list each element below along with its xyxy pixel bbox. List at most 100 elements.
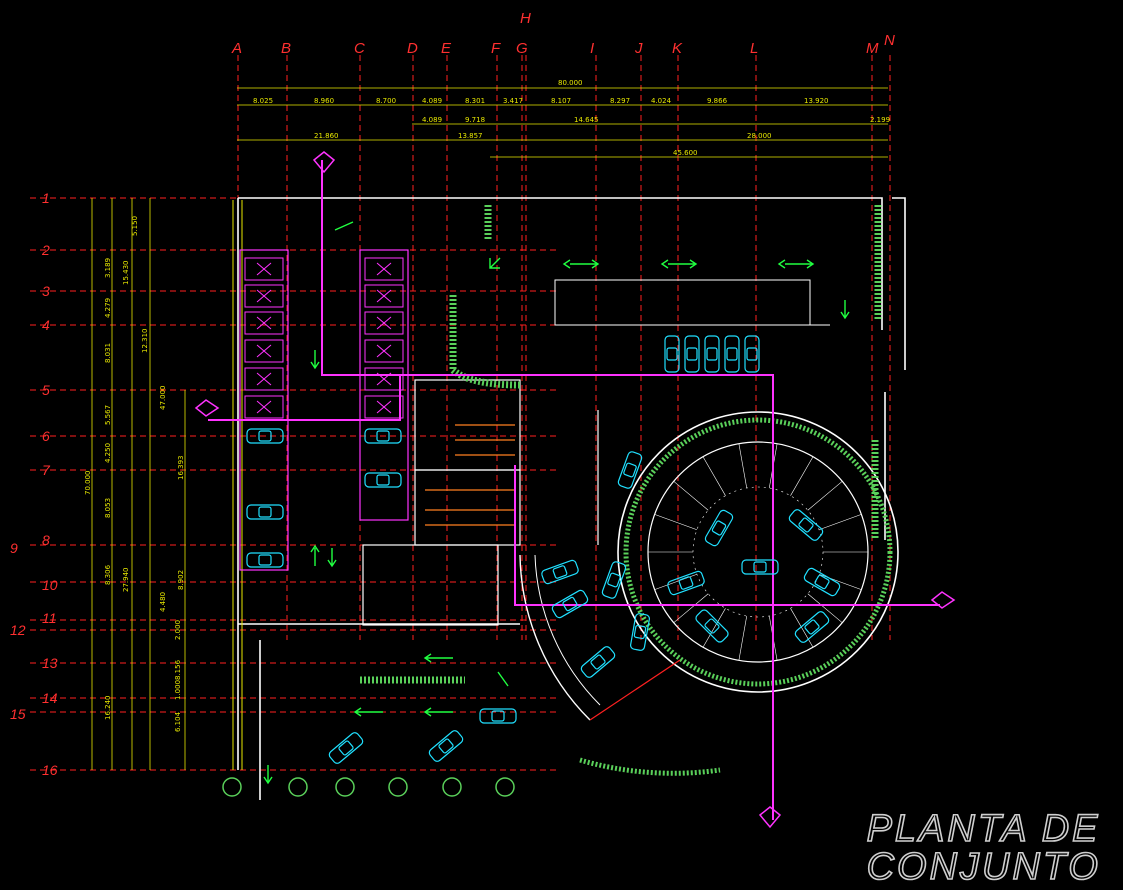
rack-cell: [244, 311, 284, 335]
rack-cell: [244, 395, 284, 419]
rack-cross: [376, 316, 392, 330]
rack-cell: [364, 367, 404, 391]
dim-top-11: 13.920: [804, 97, 829, 105]
radial-line: [702, 608, 726, 648]
rack-cross: [376, 344, 392, 358]
car-icon: [364, 472, 402, 488]
row-axis-label-2: 2: [41, 242, 50, 258]
row-axis-label-11: 11: [42, 610, 57, 626]
car-icon: [246, 552, 284, 568]
car-icon: [479, 708, 517, 724]
rack-cell: [364, 339, 404, 363]
dim-left-sub-3: 47.000: [159, 386, 167, 411]
car-icon: [695, 609, 729, 643]
radial-line: [702, 456, 726, 496]
dim-left-13: 6.104: [174, 711, 182, 732]
car-icon: [580, 646, 616, 678]
dim-top-17: 13.857: [458, 132, 483, 140]
dim-left-sub-6: 8.902: [177, 570, 185, 590]
dim-left-sub-7: 16.240: [104, 696, 112, 721]
car-icon: [246, 504, 284, 520]
storage-racks-left: [239, 249, 409, 571]
dim-top-4: 4.089: [422, 97, 442, 105]
column-axis-label-m: M: [866, 40, 879, 57]
row-axis-label-13: 13: [42, 655, 58, 671]
column-axis-label-a: A: [231, 40, 242, 57]
rack-cross: [256, 316, 272, 330]
section-markers: [194, 151, 956, 829]
column-axis-label-k: K: [672, 40, 683, 57]
storage-rack-cells: [244, 257, 404, 419]
dim-left-8: 8.306: [104, 564, 112, 585]
car-icon: [551, 589, 589, 619]
circulation-path: [208, 160, 940, 820]
dim-left-9: 4.480: [159, 592, 167, 612]
column-axis-label-l: L: [750, 40, 758, 57]
car-icon: [664, 335, 680, 373]
car-icon: [601, 561, 627, 599]
rack-cross: [376, 262, 392, 276]
radial-line: [738, 443, 748, 489]
vehicles: [246, 335, 841, 764]
column-axis-label-e: E: [441, 40, 452, 57]
dim-left-3: 4.279: [104, 298, 112, 318]
rack-cell: [364, 311, 404, 335]
radial-line: [807, 481, 843, 511]
car-icon: [744, 335, 760, 373]
title-line-1: PLANTA DE: [866, 808, 1101, 850]
column-axis-label-h: H: [520, 10, 531, 27]
radial-line: [790, 608, 814, 648]
row-axis-label-15: 15: [10, 706, 26, 722]
dim-left-overall: 70.000: [84, 471, 92, 496]
rack-cell: [364, 257, 404, 281]
trees: [222, 777, 515, 797]
rack-cross: [376, 400, 392, 414]
car-icon: [246, 428, 284, 444]
row-axis-label-9: 9: [10, 540, 18, 556]
car-icon: [667, 570, 705, 596]
rack-cell: [244, 367, 284, 391]
radial-line: [818, 514, 862, 531]
top-dimension-lines: [237, 87, 888, 158]
car-icon: [428, 730, 464, 762]
column-axes: [237, 55, 891, 640]
row-axes: [30, 197, 560, 771]
left-dimension-lines: [91, 198, 186, 770]
left-dimension-texts: 70.000 5.150 3.189 4.279 8.031 5.567 4.2…: [84, 216, 185, 732]
dim-top-10: 9.866: [707, 97, 728, 105]
car-icon: [704, 509, 734, 547]
dim-top-12: 4.089: [422, 116, 442, 124]
dim-top-13: 9.718: [465, 116, 485, 124]
rack-cross: [376, 289, 392, 303]
rack-cross: [256, 289, 272, 303]
dim-left-10: 2.000: [174, 620, 182, 640]
rack-cell: [364, 284, 404, 308]
car-icon: [364, 428, 402, 444]
column-axis-label-c: C: [354, 40, 365, 57]
site-walls: [237, 197, 906, 800]
dim-top-9: 4.024: [651, 97, 672, 105]
car-icon: [328, 732, 364, 764]
car-icon: [541, 559, 579, 585]
car-icon: [684, 335, 700, 373]
dim-top-6: 3.417: [503, 97, 523, 105]
car-icon: [724, 335, 740, 373]
row-axis-label-7: 7: [42, 462, 51, 478]
dim-top-19: 45.600: [673, 149, 698, 157]
dim-left-12: 1.000: [174, 680, 182, 700]
row-axis-label-12: 12: [10, 622, 26, 638]
row-axis-label-3: 3: [42, 283, 50, 299]
radial-line: [654, 514, 698, 531]
column-axis-label-j: J: [634, 40, 643, 57]
rack-cross: [256, 262, 272, 276]
dim-left-6: 4.250: [104, 443, 112, 463]
radial-line: [807, 593, 843, 623]
car-icon: [630, 613, 650, 651]
dim-top-14: 14.645: [574, 116, 599, 124]
rack-cell: [244, 339, 284, 363]
column-axis-label-d: D: [407, 40, 418, 57]
dim-left-7: 8.053: [104, 498, 112, 518]
dim-top-5: 8.301: [465, 97, 485, 105]
radial-line: [673, 481, 709, 511]
